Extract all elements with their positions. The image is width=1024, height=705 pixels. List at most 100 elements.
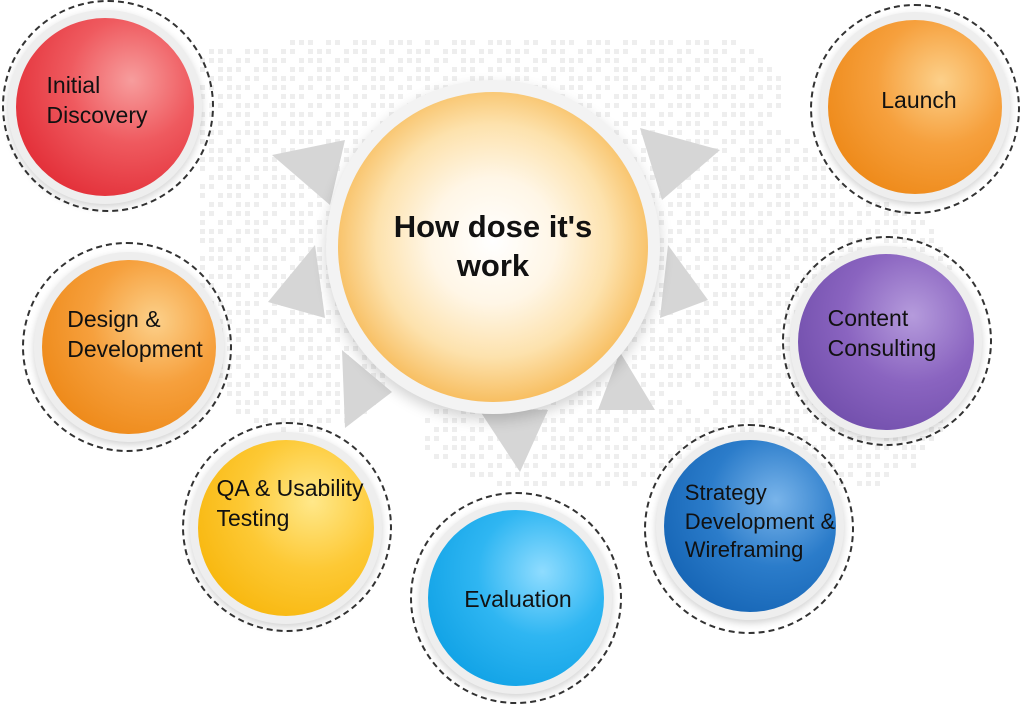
map-dot [362, 40, 367, 45]
map-dot [641, 472, 646, 477]
map-dot [605, 382, 610, 387]
map-dot [605, 103, 610, 108]
map-dot [209, 139, 214, 144]
map-dot [254, 292, 259, 297]
map-dot [272, 58, 277, 63]
map-dot [236, 283, 241, 288]
map-dot [434, 58, 439, 63]
map-dot [803, 229, 808, 234]
map-dot [767, 301, 772, 306]
map-dot [569, 76, 574, 81]
map-dot [776, 193, 781, 198]
map-dot [245, 202, 250, 207]
map-dot [704, 58, 709, 63]
map-dot [236, 202, 241, 207]
map-dot [290, 94, 295, 99]
map-dot [587, 103, 592, 108]
step-color-fill: Strategy Development & Wireframing [664, 440, 836, 612]
map-dot [389, 103, 394, 108]
map-dot [497, 58, 502, 63]
map-dot [704, 256, 709, 261]
map-dot [272, 166, 277, 171]
map-dot [335, 112, 340, 117]
map-dot [803, 436, 808, 441]
map-dot [533, 58, 538, 63]
map-dot [623, 94, 628, 99]
map-dot [371, 85, 376, 90]
map-dot [713, 220, 718, 225]
map-dot [218, 76, 223, 81]
map-dot [695, 310, 700, 315]
map-dot [893, 463, 898, 468]
map-dot [641, 409, 646, 414]
map-dot [713, 391, 718, 396]
map-dot [650, 121, 655, 126]
map-dot [722, 76, 727, 81]
map-dot [488, 40, 493, 45]
map-dot [668, 103, 673, 108]
map-dot [776, 373, 781, 378]
map-dot [326, 319, 331, 324]
map-dot [695, 418, 700, 423]
map-dot [686, 103, 691, 108]
map-dot [524, 49, 529, 54]
map-dot [209, 58, 214, 63]
map-dot [497, 40, 502, 45]
map-dot [722, 292, 727, 297]
map-dot [272, 337, 277, 342]
map-dot [641, 346, 646, 351]
map-dot [398, 67, 403, 72]
map-dot [569, 427, 574, 432]
map-dot [614, 67, 619, 72]
map-dot [938, 247, 943, 252]
map-dot [668, 67, 673, 72]
map-dot [569, 436, 574, 441]
map-dot [425, 85, 430, 90]
map-dot [812, 220, 817, 225]
map-dot [623, 112, 628, 117]
map-dot [236, 328, 241, 333]
map-dot [776, 220, 781, 225]
map-dot [785, 202, 790, 207]
map-dot [254, 67, 259, 72]
map-dot [731, 292, 736, 297]
map-dot [785, 292, 790, 297]
map-dot [407, 76, 412, 81]
map-dot [317, 220, 322, 225]
map-dot [704, 40, 709, 45]
map-dot [227, 382, 232, 387]
map-dot [902, 229, 907, 234]
map-dot [623, 472, 628, 477]
map-dot [245, 247, 250, 252]
map-dot [479, 472, 484, 477]
map-dot [929, 229, 934, 234]
map-dot [632, 139, 637, 144]
map-dot [551, 472, 556, 477]
map-dot [632, 427, 637, 432]
map-dot [911, 454, 916, 459]
map-dot [641, 148, 646, 153]
map-dot [236, 85, 241, 90]
map-dot [704, 427, 709, 432]
map-dot [245, 328, 250, 333]
map-dot [758, 319, 763, 324]
map-dot [263, 247, 268, 252]
map-dot [587, 94, 592, 99]
map-dot [731, 130, 736, 135]
map-dot [695, 121, 700, 126]
map-dot [758, 85, 763, 90]
map-dot [758, 292, 763, 297]
map-dot [866, 202, 871, 207]
map-dot [695, 355, 700, 360]
map-dot [596, 409, 601, 414]
map-dot [200, 220, 205, 225]
map-dot [218, 247, 223, 252]
map-dot [776, 382, 781, 387]
map-dot [587, 49, 592, 54]
map-dot [281, 130, 286, 135]
map-dot [875, 454, 880, 459]
map-dot [677, 382, 682, 387]
map-dot [704, 409, 709, 414]
map-dot [758, 166, 763, 171]
map-dot [668, 76, 673, 81]
